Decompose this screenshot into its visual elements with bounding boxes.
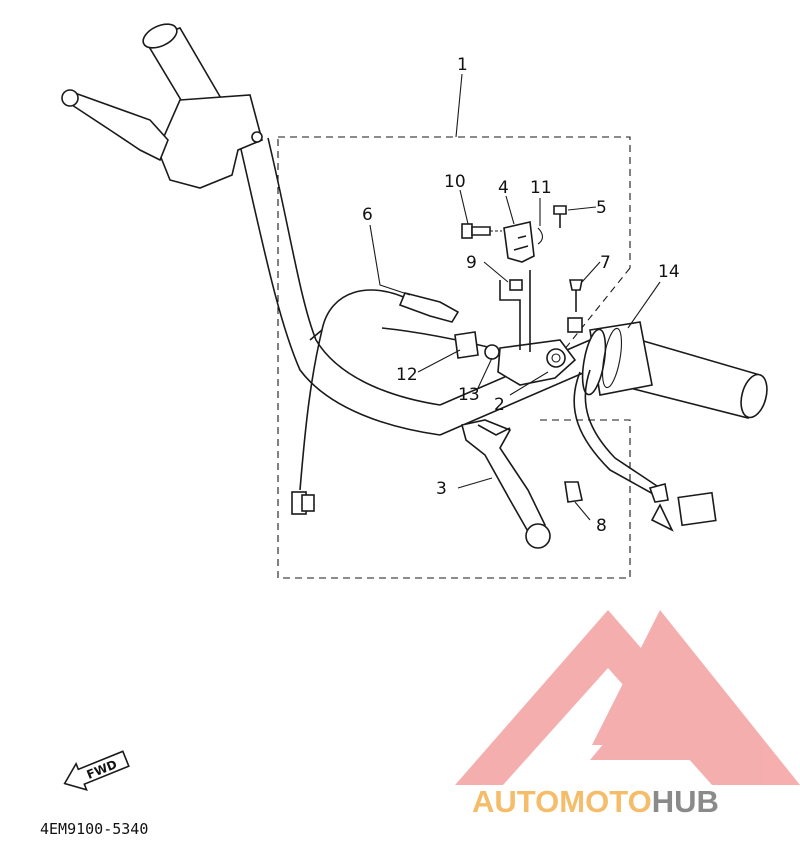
handlebar-right <box>439 321 768 436</box>
callout-3: 3 <box>436 479 447 499</box>
callout-13: 13 <box>458 385 480 405</box>
pivot-bolt <box>461 223 502 239</box>
callout-6: 6 <box>362 205 373 225</box>
part-code: 4EM9100-5340 <box>40 820 148 838</box>
fwd-arrow-icon: FWD <box>63 750 130 791</box>
callout-11: 11 <box>530 178 552 198</box>
callout-4: 4 <box>498 178 509 198</box>
callout-5: 5 <box>596 198 607 218</box>
assembly-boundary <box>277 136 631 579</box>
clutch-lever <box>461 419 551 549</box>
switch-screw <box>569 279 583 312</box>
callout-1: 1 <box>457 55 468 75</box>
callout-9: 9 <box>466 253 477 273</box>
watermark-text-part2: HUB <box>652 784 719 819</box>
callout-2: 2 <box>494 395 505 415</box>
callout-labels: 1 2 3 4 5 6 7 8 9 10 11 12 13 14 <box>362 55 680 536</box>
lever-holder-bracket <box>497 270 583 386</box>
callout-7: 7 <box>600 253 611 273</box>
callout-12: 12 <box>396 365 418 385</box>
clip-and-screw <box>537 205 567 245</box>
switch-wiring <box>564 369 717 532</box>
callout-8: 8 <box>596 516 607 536</box>
lever-clamp <box>503 221 535 263</box>
watermark-text: AUTOMOTOHUB <box>472 784 719 819</box>
watermark-logo <box>455 610 800 785</box>
watermark-text-part1: AUTOMOTO <box>472 784 652 819</box>
callout-10: 10 <box>444 172 466 192</box>
callout-14: 14 <box>658 262 680 282</box>
leader-lines <box>369 73 661 521</box>
handlebar-left <box>61 23 441 436</box>
clutch-cable <box>381 327 501 360</box>
throttle-cable <box>291 289 460 515</box>
